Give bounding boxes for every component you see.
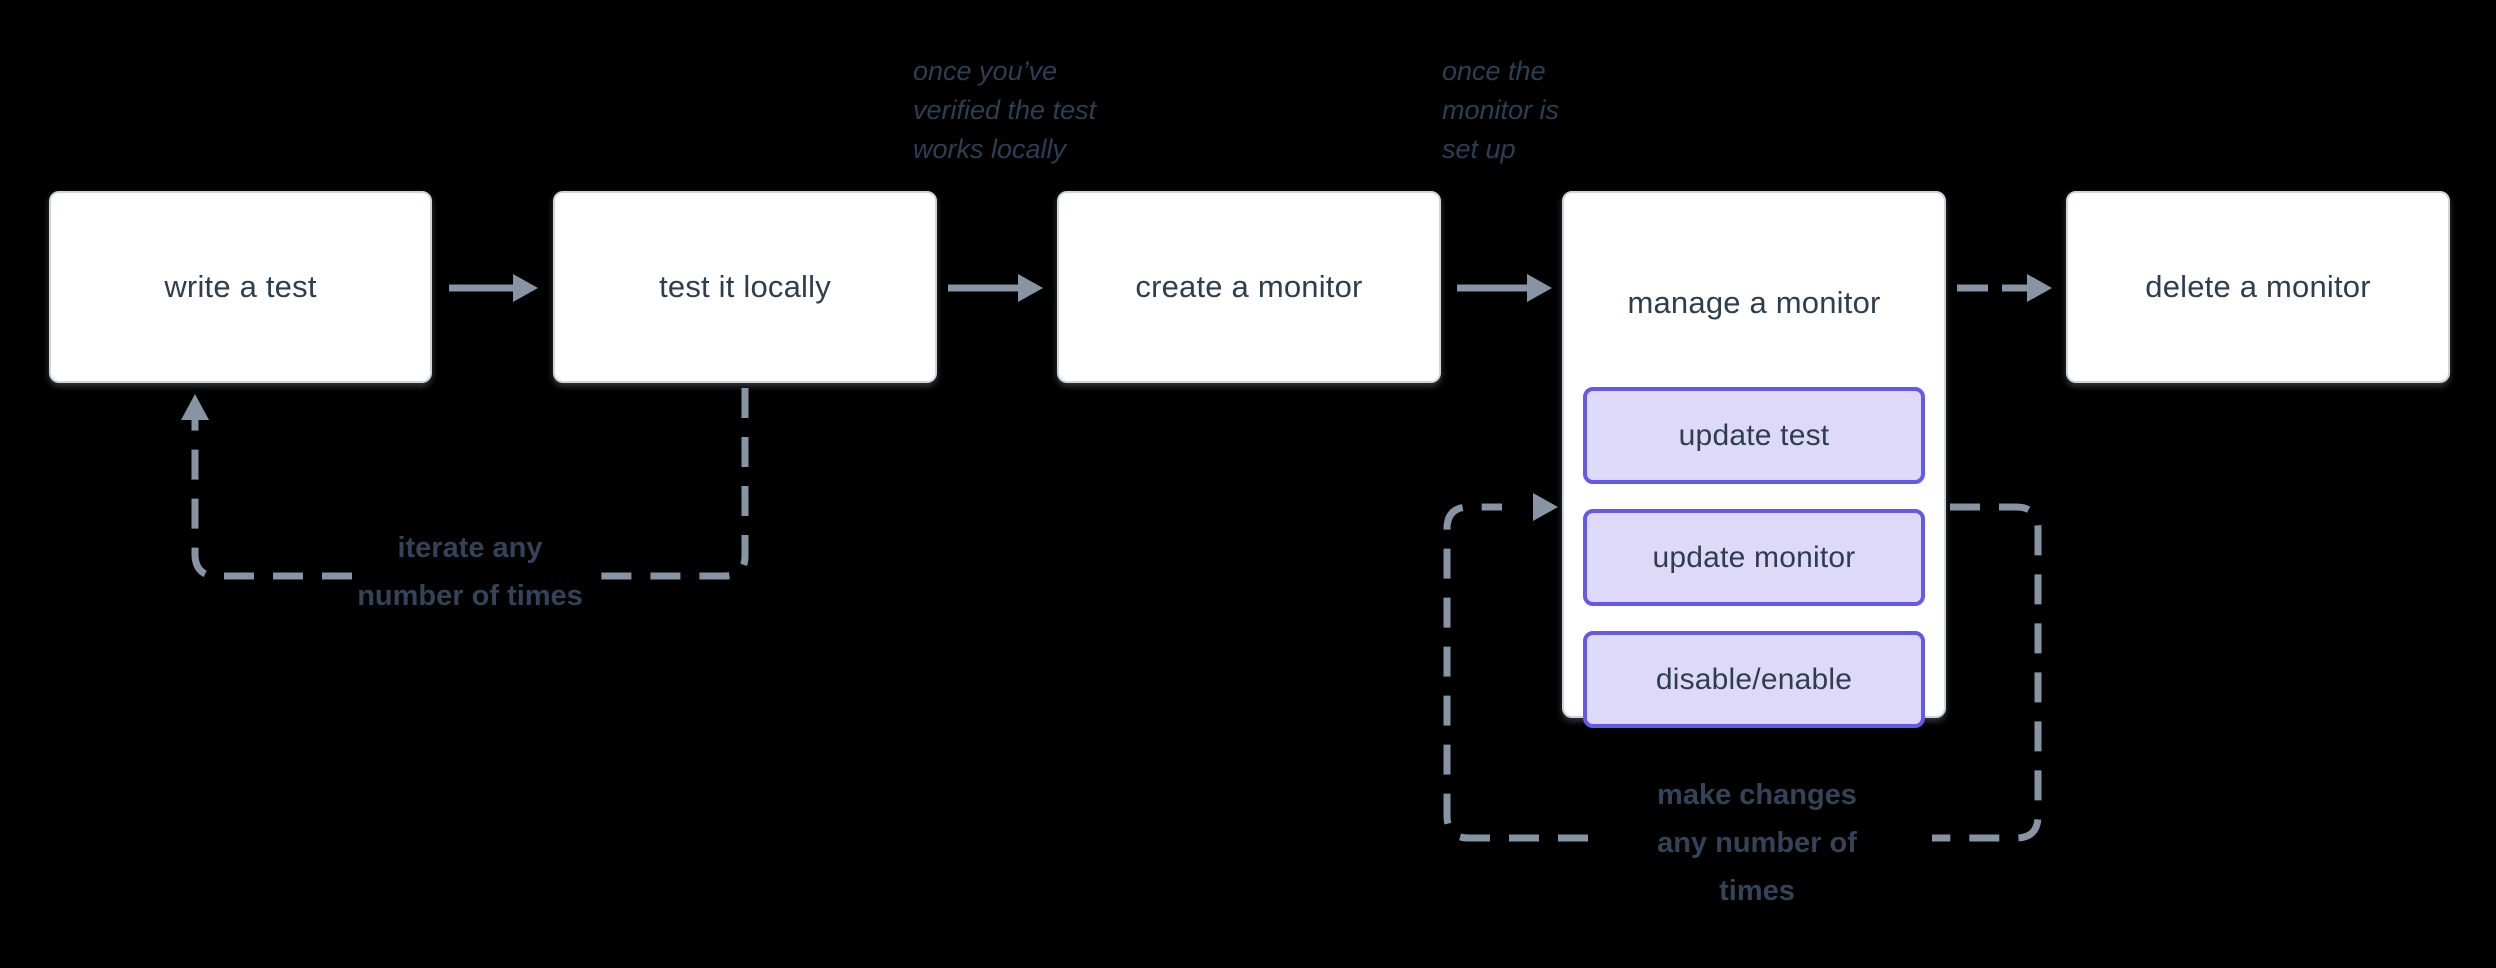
annotation-make-changes-any-number: make changes any number of times — [1657, 771, 1857, 915]
node-manage-a-monitor-label: manage a monitor — [1627, 285, 1881, 320]
loop-changes-right-segment — [1932, 503, 2042, 842]
annotation-line: once the — [1442, 56, 1546, 86]
node-write-a-test-label: write a test — [164, 269, 317, 304]
arrowhead-iterate-up-icon — [181, 394, 209, 420]
node-create-a-monitor-label: create a monitor — [1135, 269, 1363, 304]
annotation-line: times — [1719, 875, 1795, 907]
arrowhead-manage-to-delete-icon — [2027, 274, 2052, 302]
node-delete-a-monitor: delete a monitor — [2066, 191, 2450, 383]
annotation-line: verified the test — [913, 95, 1097, 125]
annotation-line: iterate any — [397, 532, 543, 564]
loop-iterate-left-segment — [191, 420, 352, 580]
disable-enable-button: disable/enable — [1583, 631, 1925, 728]
arrowhead-test-to-create-icon — [1018, 274, 1043, 302]
annotation-line: any number of — [1657, 827, 1857, 859]
annotation-line: make changes — [1657, 779, 1857, 811]
update-monitor-button: update monitor — [1583, 509, 1925, 606]
annotation-line: once you’ve — [913, 56, 1058, 86]
node-write-a-test: write a test — [49, 191, 432, 383]
arrowhead-changes-right-icon — [1533, 493, 1558, 521]
loop-iterate-right-segment — [598, 388, 749, 580]
annotation-line: monitor is — [1442, 95, 1560, 125]
node-test-it-locally-label: test it locally — [659, 269, 831, 304]
loop-changes-left-segment — [1443, 503, 1588, 842]
annotation-once-monitor-set-up: once the monitor is set up — [1442, 52, 1559, 169]
annotation-line: number of times — [357, 580, 583, 612]
annotation-line: set up — [1442, 134, 1516, 164]
arrowhead-write-to-test-icon — [513, 274, 538, 302]
node-manage-a-monitor: manage a monitor update test update moni… — [1562, 191, 1946, 728]
annotation-once-verified-locally: once you’ve verified the test works loca… — [913, 52, 1096, 169]
update-test-button: update test — [1583, 387, 1925, 484]
annotation-line: works locally — [913, 134, 1067, 164]
node-delete-a-monitor-label: delete a monitor — [2145, 269, 2371, 304]
node-create-a-monitor: create a monitor — [1057, 191, 1441, 383]
arrowhead-create-to-manage-icon — [1527, 274, 1552, 302]
node-test-it-locally: test it locally — [553, 191, 937, 383]
annotation-iterate-any-number: iterate any number of times — [357, 524, 583, 620]
